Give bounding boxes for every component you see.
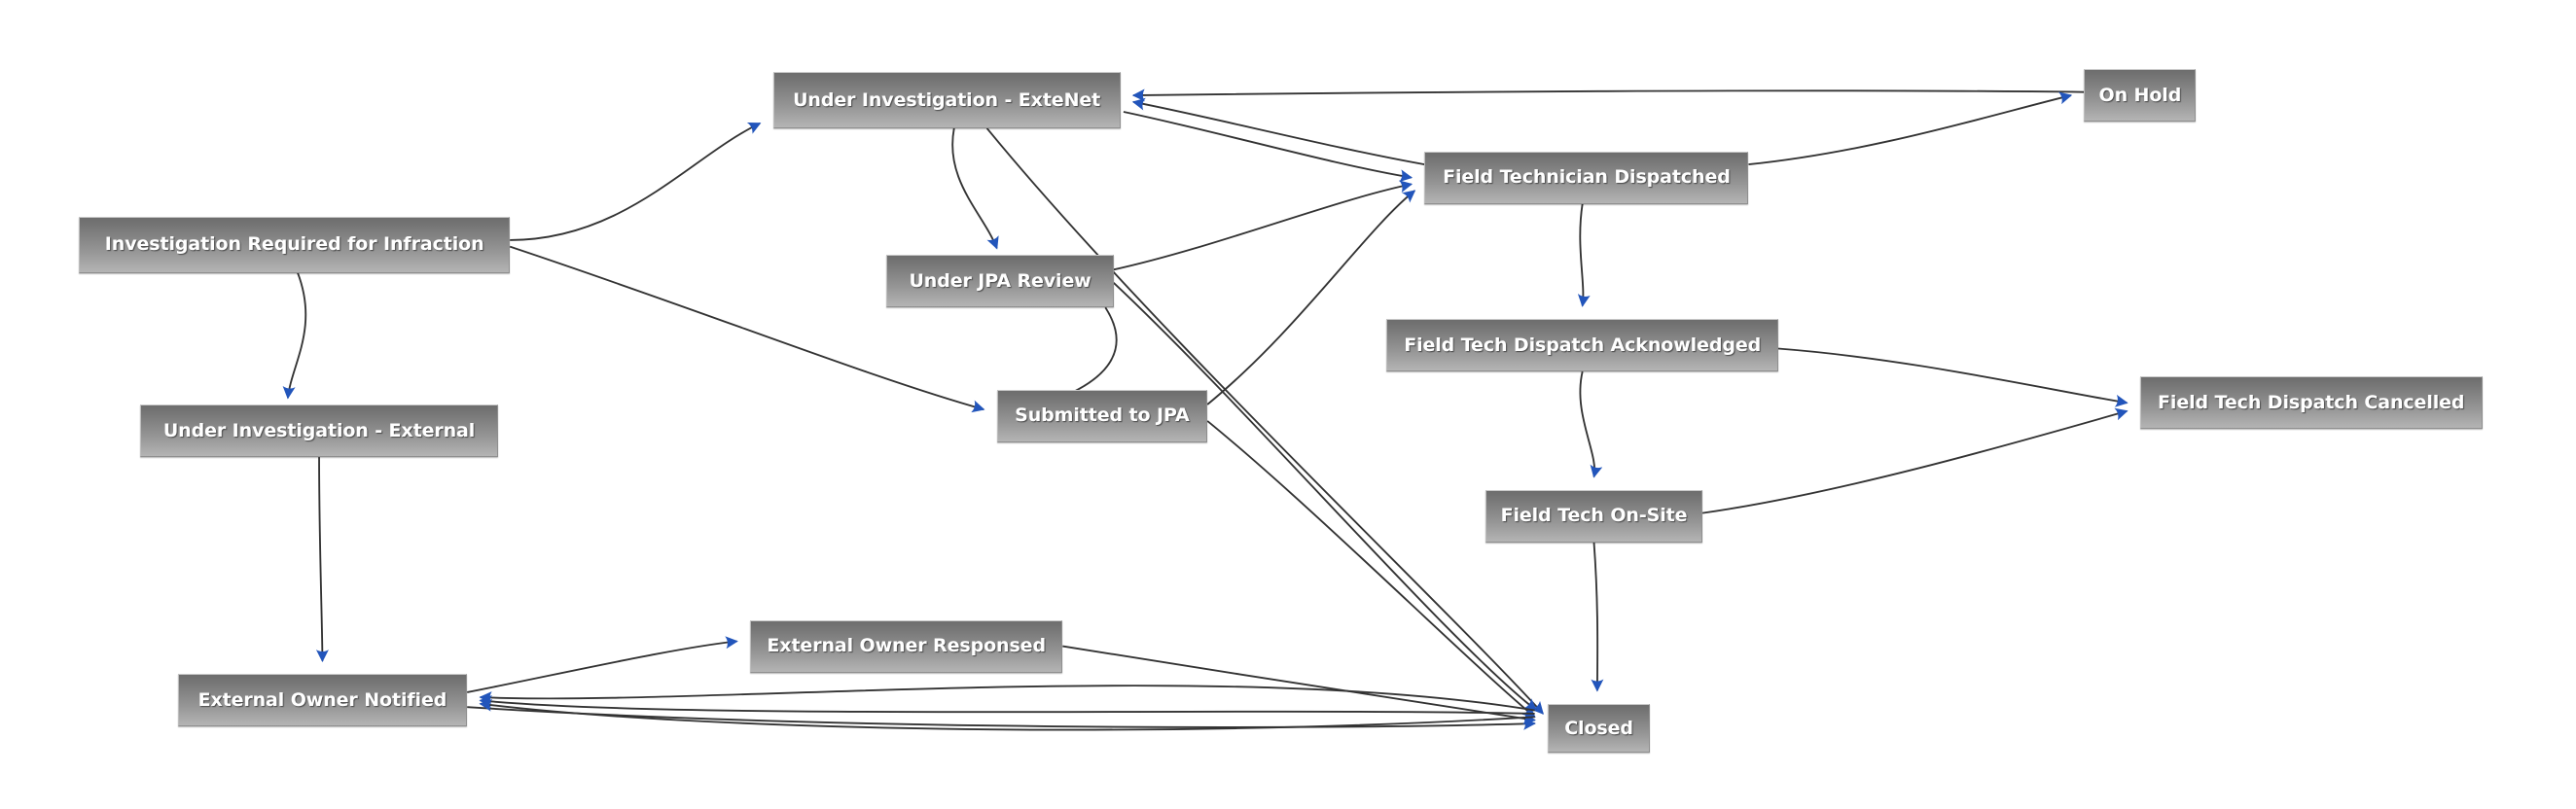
state-node-label: Field Technician Dispatched: [1443, 166, 1731, 189]
edge-acknowledged-to-on-site: [1579, 370, 1603, 478]
state-node-under-jpa-review[interactable]: Under JPA Review: [886, 255, 1114, 308]
state-node-label: Under JPA Review: [909, 269, 1091, 292]
state-node-field-tech-on-site[interactable]: Field Tech On-Site: [1485, 489, 1703, 544]
edge-acknowledged-to-cancelled: [1777, 347, 2129, 407]
edge-under-jpa-review-to-field-tech-dispatched: [1113, 180, 1413, 271]
state-node-field-tech-dispatch-cancelled[interactable]: Field Tech Dispatch Cancelled: [2139, 376, 2483, 430]
edge-on-site-to-closed: [1591, 542, 1604, 692]
edge-on-site-to-cancelled: [1701, 407, 2129, 514]
edge-investigation-required-to-external: [282, 272, 307, 400]
state-node-under-investigation-extenet[interactable]: Under Investigation - ExteNet: [772, 72, 1121, 128]
edge-owner-notified-to-owner-responsed: [467, 636, 738, 693]
state-node-label: Under Investigation - External: [162, 419, 476, 441]
edge-submitted-jpa-to-closed: [1206, 420, 1536, 719]
state-node-field-tech-dispatch-acknowledged[interactable]: Field Tech Dispatch Acknowledged: [1386, 319, 1778, 372]
edge-owner-notified-to-closed: [467, 706, 1536, 730]
state-node-submitted-to-jpa[interactable]: Submitted to JPA: [996, 389, 1208, 442]
state-node-label: Closed: [1564, 717, 1633, 739]
edge-extenet-to-field-tech-dispatched: [1123, 111, 1413, 183]
state-node-on-hold[interactable]: On Hold: [2084, 69, 2197, 123]
edge-external-to-owner-notified: [315, 457, 329, 663]
state-node-label: Submitted to JPA: [1015, 404, 1190, 427]
state-node-label: Field Tech On-Site: [1500, 505, 1688, 527]
edge-field-tech-dispatched-to-acknowledged: [1577, 203, 1591, 307]
edge-closed-to-owner-notified-b: [479, 694, 1535, 715]
edge-closed-to-owner-notified-c: [479, 698, 1535, 731]
state-node-field-technician-dispatched[interactable]: Field Technician Dispatched: [1424, 151, 1749, 204]
state-node-closed[interactable]: Closed: [1548, 703, 1650, 754]
state-node-label: Field Tech Dispatch Cancelled: [2158, 391, 2465, 413]
edge-field-tech-dispatched-to-extenet: [1131, 97, 1425, 166]
state-node-under-investigation-external[interactable]: Under Investigation - External: [139, 404, 499, 458]
state-node-label: Investigation Required for Infraction: [104, 233, 484, 256]
edge-closed-to-owner-notified-a: [479, 685, 1535, 712]
state-node-label: On Hold: [2098, 84, 2182, 106]
edge-owner-responsed-to-closed: [1062, 645, 1536, 725]
edge-on-hold-to-extenet: [1131, 88, 2085, 102]
edge-field-tech-dispatched-to-on-hold: [1748, 91, 2073, 166]
state-node-external-owner-notified[interactable]: External Owner Notified: [177, 674, 468, 727]
state-node-external-owner-responsed[interactable]: External Owner Responsed: [750, 619, 1063, 673]
edge-extenet-to-under-jpa-review: [951, 127, 999, 250]
state-node-label: External Owner Responsed: [767, 635, 1046, 657]
state-node-investigation-required[interactable]: Investigation Required for Infraction: [79, 217, 511, 273]
edge-investigation-required-to-extenet: [510, 122, 762, 241]
state-node-label: External Owner Notified: [197, 688, 447, 711]
state-node-label: Field Tech Dispatch Acknowledged: [1404, 334, 1762, 356]
state-node-label: Under Investigation - ExteNet: [793, 88, 1101, 111]
edge-submitted-jpa-to-field-tech-dispatched: [1206, 190, 1416, 405]
